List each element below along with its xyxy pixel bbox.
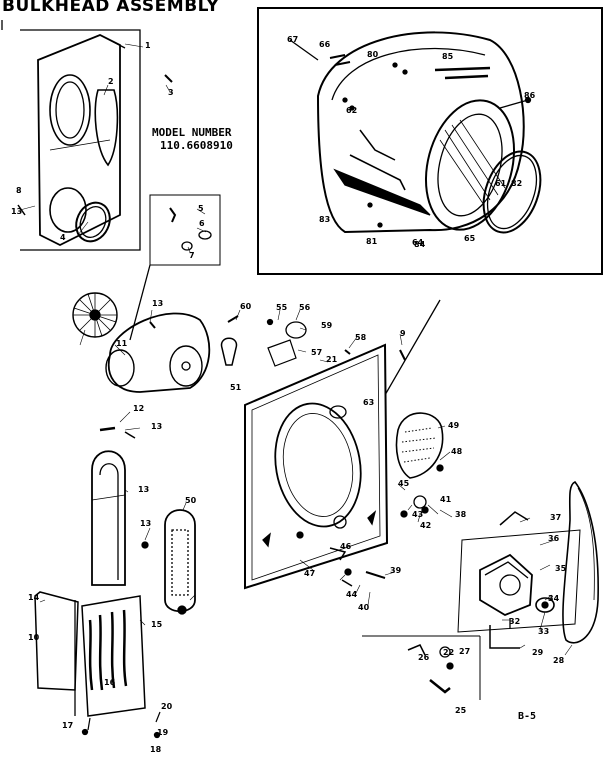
part-label-37: 37: [550, 513, 561, 522]
part-label-66: 66: [319, 40, 331, 49]
blower-assembly: [72, 292, 211, 393]
latch-parts: [407, 644, 454, 694]
part-label-80: 80: [367, 50, 379, 59]
part-label-57: 57: [311, 348, 322, 357]
part-label-60: 60: [240, 302, 252, 311]
part-number-labels: 1234567891011121313131313141516171819202…: [11, 35, 567, 754]
part-label-39: 39: [390, 566, 402, 575]
part-label-84: 84: [414, 240, 426, 249]
part-label-63: 63: [363, 398, 374, 407]
part-label-83: 83: [319, 215, 330, 224]
part-label-43: 43: [412, 510, 423, 519]
part-label-25: 25: [455, 706, 467, 715]
part-label-48: 48: [451, 447, 463, 456]
part-label-8: 8: [16, 186, 22, 195]
part-label-86: 86: [524, 91, 536, 100]
part-label-22: 22: [443, 648, 454, 657]
small-parts: [129, 207, 212, 341]
part-label-21: 21: [326, 355, 338, 364]
exhaust-duct: [91, 426, 149, 586]
leader-lines: [19, 43, 573, 656]
idler-pulley-parts: [341, 495, 429, 587]
small-parts-box: [149, 194, 221, 266]
part-label-44: 44: [346, 590, 358, 599]
part-label-56: 56: [299, 303, 311, 312]
part-label-34: 34: [548, 594, 560, 603]
model-number-block: MODEL NUMBER 110.6608910: [152, 126, 233, 152]
part-label-65: 65: [464, 234, 476, 243]
heater-box: [34, 591, 161, 739]
part-label-51: 51: [230, 383, 242, 392]
part-label-55: 55: [276, 303, 288, 312]
bulkhead-panel: [244, 299, 441, 590]
part-label-64: 64: [412, 238, 424, 247]
part-label-42: 42: [420, 521, 431, 530]
part-label-7: 7: [189, 251, 195, 260]
part-label-13: 13: [11, 207, 22, 216]
part-label-50: 50: [185, 496, 197, 505]
part-label-11: 11: [116, 339, 128, 348]
part-label-12: 12: [133, 404, 144, 413]
part-label-26: 26: [418, 653, 430, 662]
page-reference: B-5: [518, 711, 537, 722]
part-label-49: 49: [448, 421, 460, 430]
part-label-59: 59: [321, 321, 333, 330]
part-label-35: 35: [555, 564, 567, 573]
part-label-61: 61: [495, 179, 507, 188]
part-label-28: 28: [553, 656, 565, 665]
part-label-47: 47: [304, 569, 315, 578]
part-label-58: 58: [355, 333, 367, 342]
part-label-2: 2: [108, 77, 114, 86]
part-label-67: 67: [287, 35, 298, 44]
part-label-13: 13: [138, 485, 149, 494]
front-panel: [17, 34, 173, 247]
model-number-value: 110.6608910: [160, 139, 233, 152]
part-label-82: 82: [511, 179, 522, 188]
front-panel-bracket: [20, 29, 141, 251]
part-label-15: 15: [151, 620, 163, 629]
lint-filter: [164, 509, 196, 615]
thermostat-parts: [220, 315, 406, 367]
part-label-41: 41: [440, 495, 452, 504]
part-label-81: 81: [366, 237, 378, 246]
door-seal: [395, 412, 444, 479]
drum-assembly: [289, 31, 542, 234]
part-label-19: 19: [157, 728, 169, 737]
part-label-20: 20: [161, 702, 173, 711]
drive-belt: [562, 481, 599, 644]
part-label-45: 45: [398, 479, 410, 488]
part-label-17: 17: [62, 721, 73, 730]
part-label-6: 6: [199, 219, 205, 228]
page-title: BULKHEAD ASSEMBLY: [2, 0, 220, 16]
part-label-14: 14: [28, 593, 40, 602]
part-label-9: 9: [400, 329, 406, 338]
part-label-1: 1: [145, 41, 151, 50]
part-label-33: 33: [538, 627, 549, 636]
part-label-4: 4: [60, 233, 66, 242]
part-label-18: 18: [150, 745, 162, 754]
part-label-16: 16: [104, 678, 116, 687]
part-label-29: 29: [532, 648, 544, 657]
part-label-13: 13: [140, 519, 151, 528]
part-label-13: 13: [152, 299, 163, 308]
model-number-label: MODEL NUMBER: [152, 126, 232, 139]
part-label-27: 27: [459, 647, 470, 656]
part-label-3: 3: [168, 88, 174, 97]
part-label-62: 62: [346, 106, 357, 115]
drive-motor: [457, 511, 581, 649]
part-label-13: 13: [151, 422, 162, 431]
part-label-85: 85: [442, 52, 454, 61]
latch-parts-bracket: [362, 635, 481, 700]
drum-assembly-box: [257, 7, 603, 275]
part-label-38: 38: [455, 510, 467, 519]
part-label-10: 10: [28, 633, 40, 642]
part-label-46: 46: [340, 542, 352, 551]
part-label-40: 40: [358, 603, 370, 612]
part-label-32: 32: [509, 617, 520, 626]
part-label-36: 36: [548, 534, 560, 543]
part-label-5: 5: [198, 204, 204, 213]
